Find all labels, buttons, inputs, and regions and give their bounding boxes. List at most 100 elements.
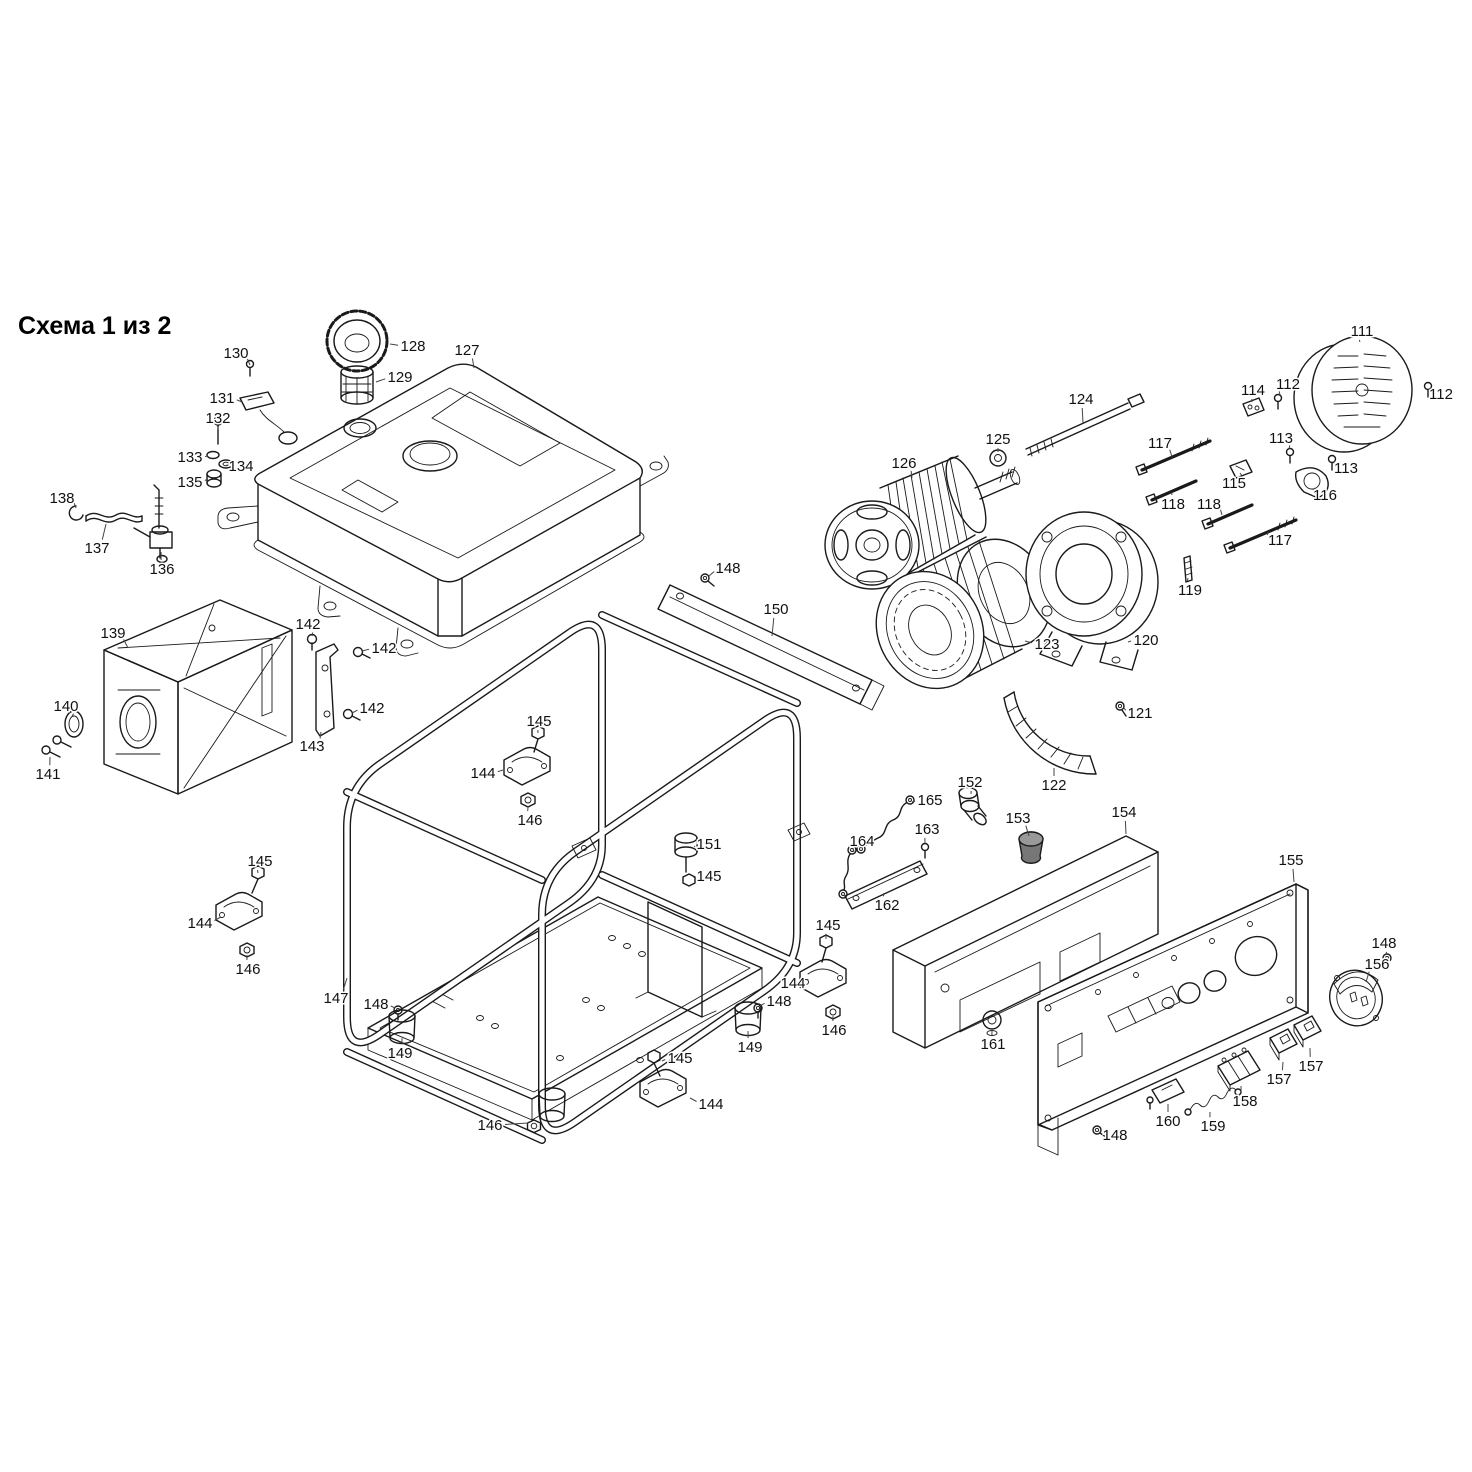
leader-line [693, 845, 696, 848]
part-number-label: 138 [49, 490, 74, 507]
part-number-label: 148 [766, 993, 791, 1010]
part-number-label: 120 [1133, 632, 1158, 649]
part-number-label: 165 [917, 792, 942, 809]
part-number-label: 148 [1102, 1127, 1127, 1144]
rubber-mount [215, 865, 265, 958]
part-number-label: 123 [1034, 636, 1059, 653]
part-number-label: 144 [780, 975, 805, 992]
part-number-label: 145 [526, 713, 551, 730]
short-bolt [1145, 479, 1198, 506]
leader-line [1081, 407, 1084, 424]
part-number-label: 155 [1278, 852, 1303, 869]
part-number-label: 117 [1268, 532, 1292, 549]
brush-holder [1242, 397, 1265, 417]
breaker-block [1217, 1047, 1261, 1092]
screw [1327, 454, 1337, 471]
circuit-breaker [1293, 1015, 1322, 1048]
leader-line [319, 731, 322, 739]
part-number-label: 114 [1241, 382, 1265, 399]
gasket-bolts [41, 735, 72, 758]
leader-line [1025, 825, 1030, 837]
part-number-label: 136 [149, 561, 174, 578]
part-number-label: 142 [295, 616, 320, 633]
rotor-fan [824, 500, 920, 590]
leader-line [1332, 460, 1336, 464]
leader-line [1220, 509, 1223, 516]
part-number-label: 146 [821, 1022, 846, 1039]
stator [875, 536, 1052, 690]
leader-line [1281, 1061, 1284, 1071]
part-number-label: 145 [667, 1050, 692, 1067]
leader-line [1187, 577, 1189, 582]
part-number-label: 113 [1334, 460, 1358, 477]
leader-line [771, 617, 775, 637]
part-number-label: 126 [891, 455, 916, 472]
fuel-gauge-parts [206, 359, 298, 488]
leader-line [471, 358, 475, 369]
leader-line [1099, 1130, 1101, 1133]
part-number-label: 134 [228, 458, 253, 475]
screw [1115, 701, 1127, 717]
terminal-bracket [1146, 1078, 1185, 1110]
gasket [64, 710, 84, 738]
part-number-label: 149 [737, 1039, 762, 1056]
part-number-label: 139 [100, 625, 125, 642]
leader-line [910, 470, 913, 479]
fuel-strainer [340, 365, 374, 405]
leader-line [882, 892, 885, 897]
part-number-label: 144 [698, 1096, 723, 1113]
leader-line [1123, 707, 1127, 711]
part-number-label: 129 [387, 369, 412, 386]
short-bolt [1201, 503, 1254, 530]
air-guide-band [1003, 691, 1097, 775]
part-number-label: 150 [763, 601, 788, 618]
leader-line [342, 977, 348, 991]
part-number-label: 124 [1068, 391, 1093, 408]
rubber-mount [503, 725, 551, 808]
part-number-label: 160 [1155, 1113, 1180, 1130]
leader-line [257, 869, 259, 874]
fuel-tank [217, 363, 669, 657]
leader-line [1267, 531, 1269, 536]
part-number-label: 149 [387, 1045, 412, 1062]
rubber-mount [799, 934, 847, 1020]
part-number-label: 125 [985, 431, 1010, 448]
screw [1273, 393, 1283, 410]
part-number-label: 133 [177, 449, 202, 466]
part-number-label: 162 [874, 897, 899, 914]
knob-bolt [674, 832, 698, 887]
leader-line [1024, 640, 1033, 644]
part-number-label: 146 [235, 961, 260, 978]
leader-line [807, 978, 809, 981]
part-number-label: 152 [957, 774, 982, 791]
part-number-label: 143 [299, 738, 324, 755]
part-number-label: 151 [696, 836, 721, 853]
leader-line [1169, 449, 1173, 458]
part-number-label: 132 [205, 410, 230, 427]
cross-member [657, 584, 885, 711]
flange-screw [1382, 953, 1392, 969]
front-housing [1025, 511, 1159, 671]
part-number-label: 115 [1222, 475, 1246, 492]
rubber-bushing [1018, 831, 1044, 864]
circuit-breaker [1269, 1028, 1298, 1061]
part-number-label: 161 [980, 1036, 1005, 1053]
part-number-label: 159 [1200, 1118, 1225, 1135]
fuel-valve [133, 484, 173, 564]
part-number-label: 153 [1005, 810, 1030, 827]
stud [1183, 555, 1193, 583]
part-number-label: 121 [1127, 705, 1152, 722]
part-number-label: 128 [400, 338, 425, 355]
part-number-label: 122 [1041, 777, 1066, 794]
regulator [1229, 459, 1253, 479]
leader-line [390, 1005, 396, 1009]
part-number-label: 145 [247, 853, 272, 870]
part-number-label: 144 [470, 765, 495, 782]
flange-screw [393, 1005, 403, 1021]
part-number-label: 146 [517, 812, 542, 829]
strap-bar [844, 860, 928, 910]
part-number-label: 141 [35, 766, 60, 783]
part-number-label: 131 [209, 390, 234, 407]
leader-line [1124, 820, 1127, 835]
